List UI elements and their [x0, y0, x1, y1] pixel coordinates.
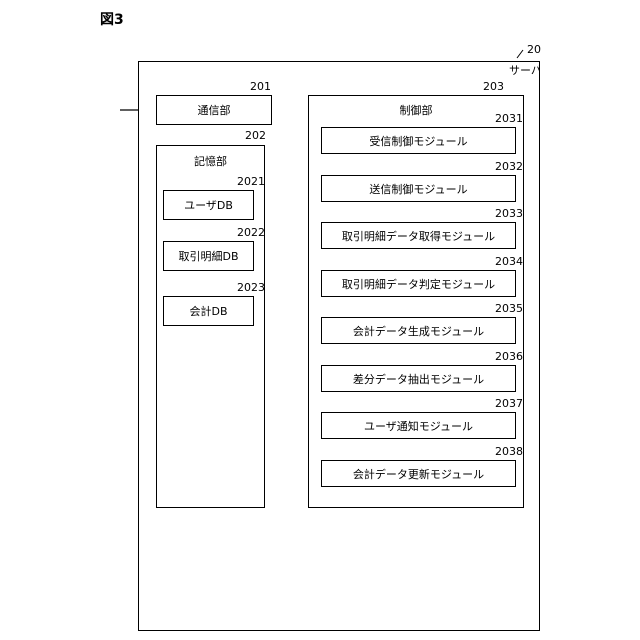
db-ref: 2022	[237, 227, 265, 238]
server-ref: 20	[527, 44, 541, 55]
control-label: 制御部	[309, 102, 523, 118]
comm-ref: 201	[250, 81, 271, 92]
storage-ref: 202	[245, 130, 266, 141]
db-label: ユーザDB	[184, 197, 233, 213]
module-ref: 2038	[495, 446, 523, 457]
db-ref: 2021	[237, 176, 265, 187]
module-ref: 2034	[495, 256, 523, 267]
db-box: ユーザDB	[163, 190, 254, 220]
module-ref: 2032	[495, 161, 523, 172]
module-label: 会計データ生成モジュール	[353, 323, 484, 339]
db-label: 会計DB	[189, 303, 227, 319]
module-label: ユーザ通知モジュール	[364, 418, 473, 434]
module-ref: 2037	[495, 398, 523, 409]
module-box: 会計データ生成モジュール	[321, 317, 516, 344]
storage-label: 記憶部	[157, 153, 264, 169]
module-box: 取引明細データ判定モジュール	[321, 270, 516, 297]
db-label: 取引明細DB	[178, 248, 238, 264]
db-box: 取引明細DB	[163, 241, 254, 271]
module-ref: 2035	[495, 303, 523, 314]
module-box: 会計データ更新モジュール	[321, 460, 516, 487]
module-label: 差分データ抽出モジュール	[353, 371, 484, 387]
server-ref-tick	[517, 50, 523, 58]
module-box: 送信制御モジュール	[321, 175, 516, 202]
db-ref: 2023	[237, 282, 265, 293]
module-ref: 2036	[495, 351, 523, 362]
module-ref: 2033	[495, 208, 523, 219]
module-label: 取引明細データ取得モジュール	[342, 228, 495, 244]
db-box: 会計DB	[163, 296, 254, 326]
module-label: 送信制御モジュール	[369, 181, 467, 197]
module-box: 差分データ抽出モジュール	[321, 365, 516, 392]
module-label: 会計データ更新モジュール	[353, 466, 484, 482]
module-label: 受信制御モジュール	[369, 133, 467, 149]
comm-label: 通信部	[198, 102, 231, 118]
module-box: 受信制御モジュール	[321, 127, 516, 154]
module-label: 取引明細データ判定モジュール	[342, 276, 495, 292]
control-ref: 203	[483, 81, 504, 92]
control-box: 制御部	[308, 95, 524, 508]
module-ref: 2031	[495, 113, 523, 124]
server-label: サーバ	[509, 65, 540, 76]
comm-box: 通信部	[156, 95, 272, 125]
module-box: ユーザ通知モジュール	[321, 412, 516, 439]
module-box: 取引明細データ取得モジュール	[321, 222, 516, 249]
